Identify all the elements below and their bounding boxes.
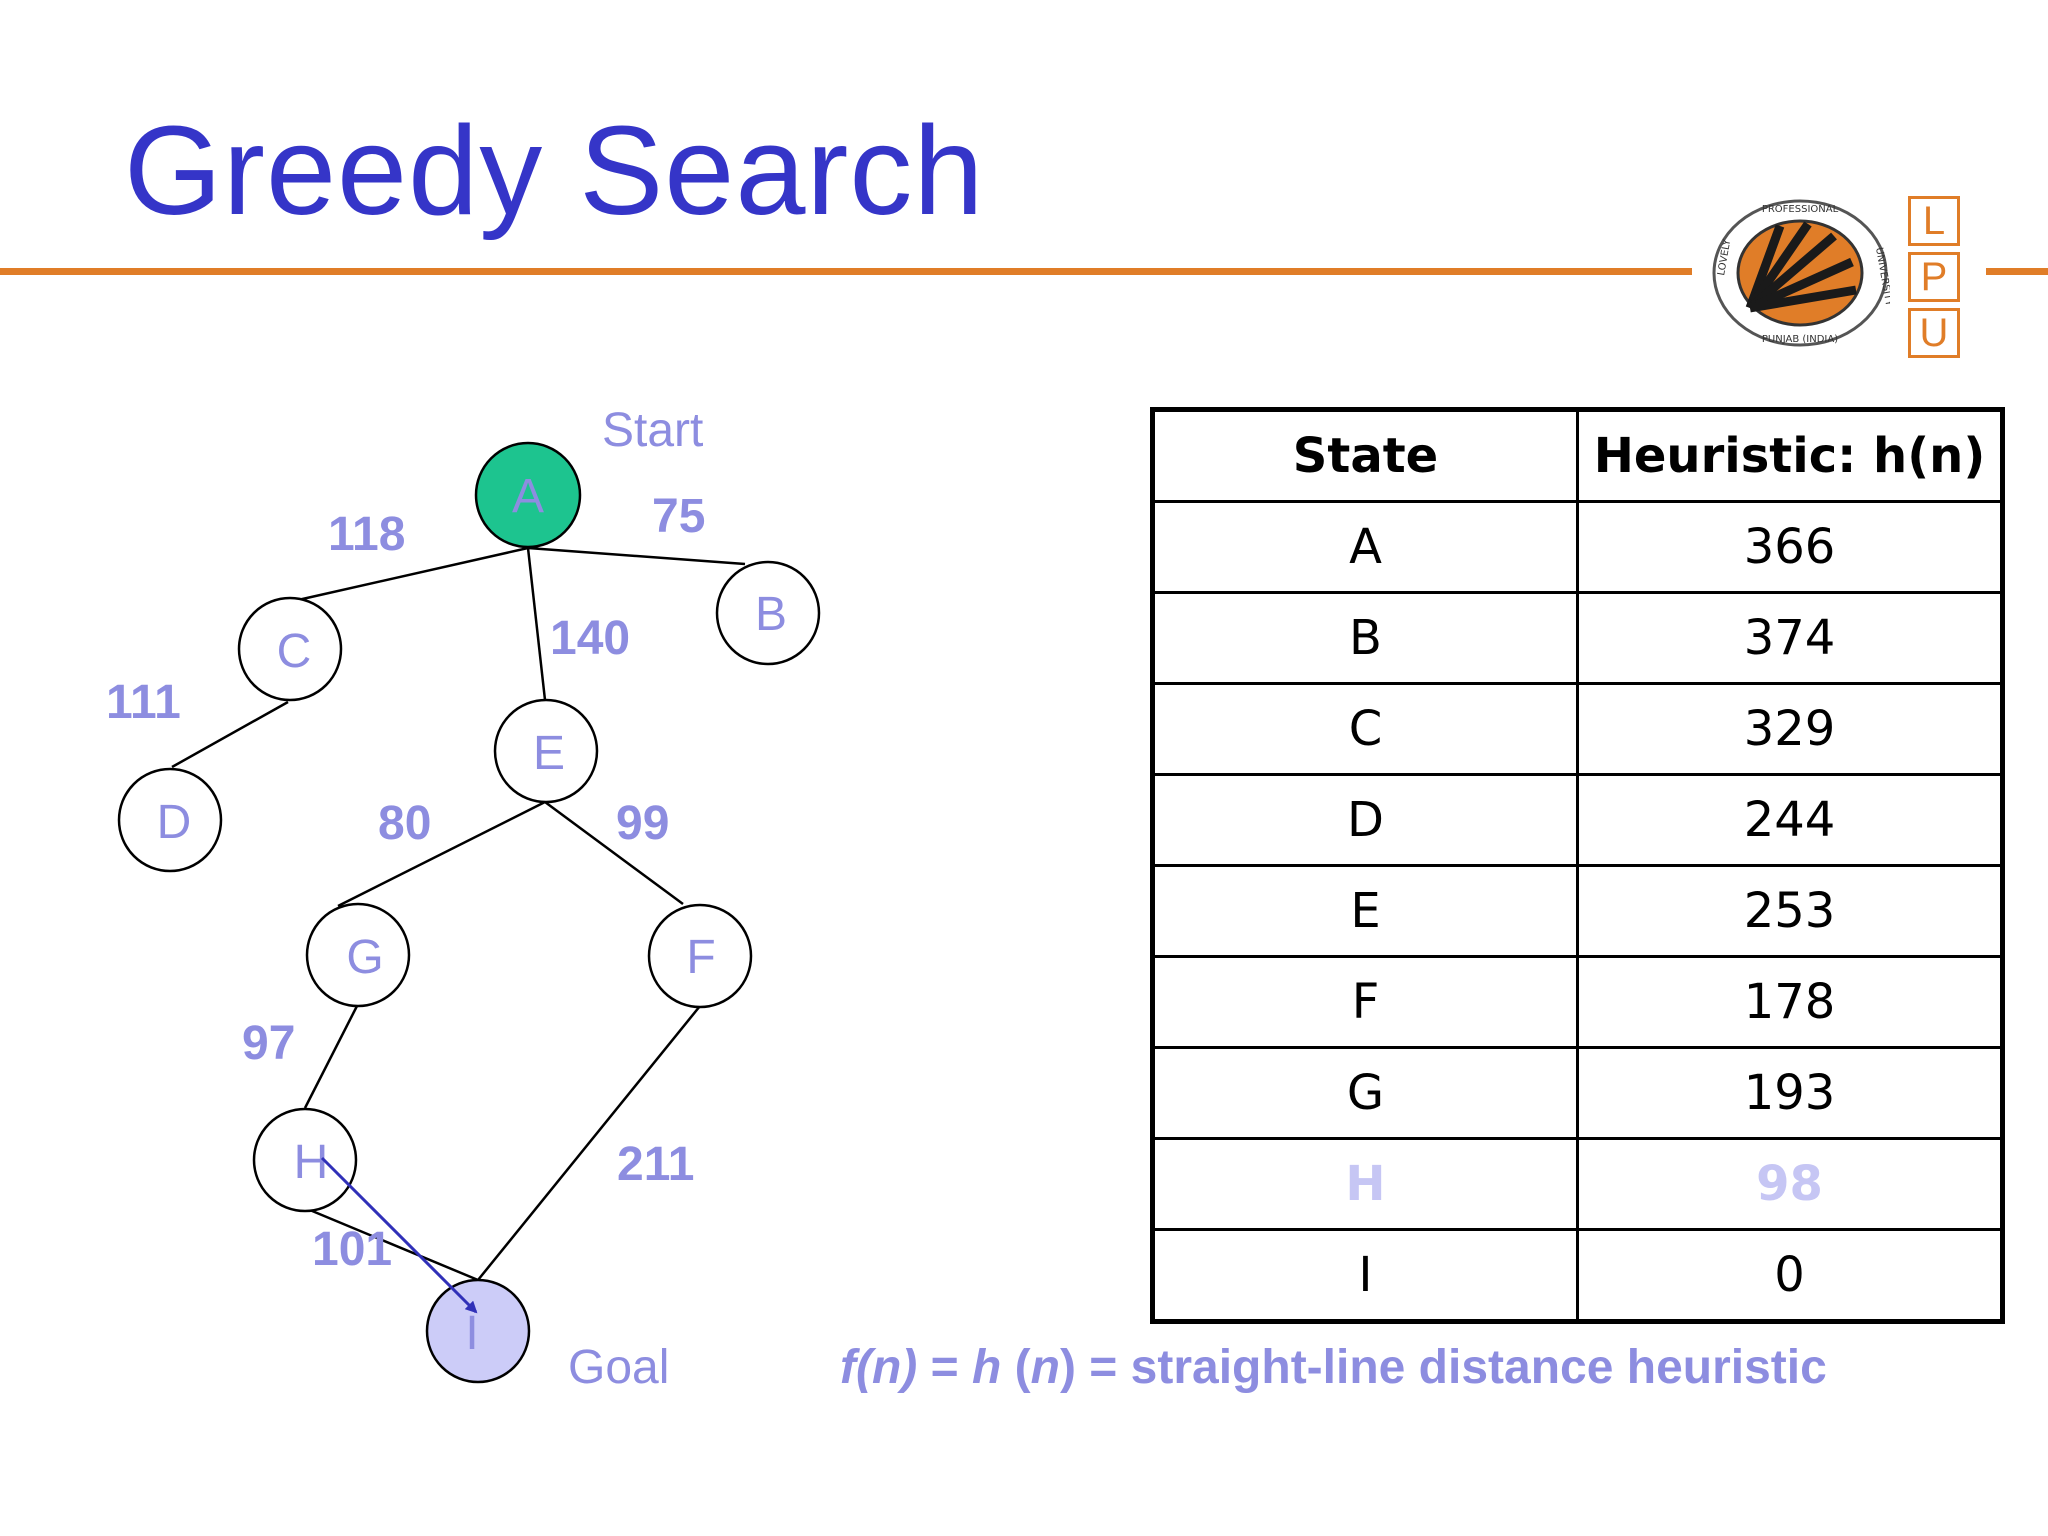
edge-cost-a-c: 118: [328, 508, 405, 561]
edge-cost-f-i: 211: [617, 1138, 694, 1191]
heuristic-cell: 178: [1576, 955, 2004, 1049]
logo-letter-p: P: [1908, 252, 1960, 302]
column-header-heuristic: Heuristic: h(n): [1576, 408, 2004, 503]
table-row: B 374: [1151, 591, 2004, 685]
heuristic-cell: 193: [1576, 1046, 2004, 1140]
node-i-label: I: [465, 1307, 478, 1360]
edge-cost-g-h: 97: [242, 1017, 295, 1070]
table-row-highlighted: H 98: [1151, 1137, 2004, 1231]
node-b-label: B: [755, 588, 787, 641]
node-f-label: F: [686, 931, 715, 984]
node-a: A: [474, 441, 582, 549]
heuristic-cell: 374: [1576, 591, 2004, 685]
table-header-row: State Heuristic: h(n): [1151, 408, 2004, 503]
node-g: G: [305, 902, 411, 1008]
node-e-label: E: [533, 727, 565, 780]
edge-cost-e-g: 80: [378, 797, 431, 850]
edge-cost-h-i: 101: [312, 1223, 392, 1276]
heuristic-cell: 244: [1576, 773, 2004, 867]
state-cell: C: [1151, 682, 1579, 776]
header-divider-left: [0, 268, 1692, 275]
table-row: C 329: [1151, 682, 2004, 776]
edge-cost-c-d: 111: [106, 676, 181, 729]
logo-letter-u: U: [1908, 308, 1960, 358]
heuristic-cell: 253: [1576, 864, 2004, 958]
edge-e-g: [337, 800, 546, 908]
edge-cost-a-b: 75: [652, 490, 705, 543]
slide-title: Greedy Search: [124, 100, 985, 241]
table-row: G 193: [1151, 1046, 2004, 1140]
path-arrow-h-to-i: [320, 1156, 478, 1314]
edge-h-i: [304, 1206, 479, 1282]
node-e: E: [493, 698, 599, 804]
state-cell: I: [1151, 1228, 1579, 1323]
formula-f: f(n): [840, 1341, 918, 1394]
edge-a-b: [527, 546, 746, 566]
formula-eq: =: [917, 1341, 972, 1394]
seal-text-bottom: PUNJAB (INDIA): [1762, 334, 1838, 345]
seal-text-top: PROFESSIONAL: [1762, 204, 1839, 215]
edge-cost-a-e: 140: [550, 612, 630, 665]
heuristic-cell: 98: [1576, 1137, 2004, 1231]
node-h-label: H: [294, 1136, 329, 1189]
formula-n: n: [1030, 1341, 1060, 1394]
node-g-label: G: [346, 931, 383, 984]
edge-e-f: [544, 800, 684, 906]
state-cell: E: [1151, 864, 1579, 958]
node-i: I: [425, 1278, 531, 1384]
table-row: D 244: [1151, 773, 2004, 867]
node-c: C: [237, 596, 343, 702]
heuristic-formula: f(n) = h (n) = straight-line distance he…: [840, 1340, 1827, 1395]
logo-letter-l: L: [1908, 196, 1960, 246]
table-row: I 0: [1151, 1228, 2004, 1323]
edge-a-c: [297, 546, 529, 602]
search-tree-diagram: 118 75 140 111 80 99 97 211 101 Start Go…: [106, 404, 821, 1394]
lpu-letters-logo: L P U: [1908, 196, 1960, 364]
start-label: Start: [602, 404, 703, 457]
node-c-label: C: [277, 625, 312, 678]
node-d: D: [117, 767, 223, 873]
edge-cost-e-f: 99: [616, 797, 669, 850]
state-cell: H: [1151, 1137, 1579, 1231]
state-cell: D: [1151, 773, 1579, 867]
heuristic-cell: 329: [1576, 682, 2004, 776]
formula-h: h: [971, 1341, 1002, 1394]
node-a-label: A: [512, 470, 544, 523]
node-b: B: [715, 560, 821, 666]
edge-g-h: [303, 1003, 360, 1109]
table-row: F 178: [1151, 955, 2004, 1049]
state-cell: F: [1151, 955, 1579, 1049]
node-f: F: [647, 903, 753, 1009]
edge-a-e: [526, 547, 547, 701]
state-cell: A: [1151, 500, 1579, 594]
heuristic-cell: 0: [1576, 1228, 2004, 1323]
state-cell: G: [1151, 1046, 1579, 1140]
state-cell: B: [1151, 591, 1579, 685]
column-header-state: State: [1151, 408, 1579, 503]
table-row: E 253: [1151, 864, 2004, 958]
node-d-label: D: [157, 796, 192, 849]
heuristic-table: State Heuristic: h(n) A 366 B 374 C 329 …: [1150, 407, 2005, 1324]
edge-c-d: [171, 700, 289, 769]
goal-label: Goal: [568, 1341, 669, 1394]
formula-paren: (: [1001, 1341, 1031, 1394]
edge-f-i: [477, 1005, 701, 1281]
table-row: A 366: [1151, 500, 2004, 594]
header-divider-right: [1986, 268, 2048, 275]
formula-rest: ) = straight-line distance heuristic: [1059, 1341, 1827, 1394]
lpu-seal-logo: PROFESSIONAL LOVELY UNIVERSITY PUNJAB (I…: [1712, 199, 1890, 347]
node-h: H: [252, 1107, 358, 1213]
heuristic-cell: 366: [1576, 500, 2004, 594]
